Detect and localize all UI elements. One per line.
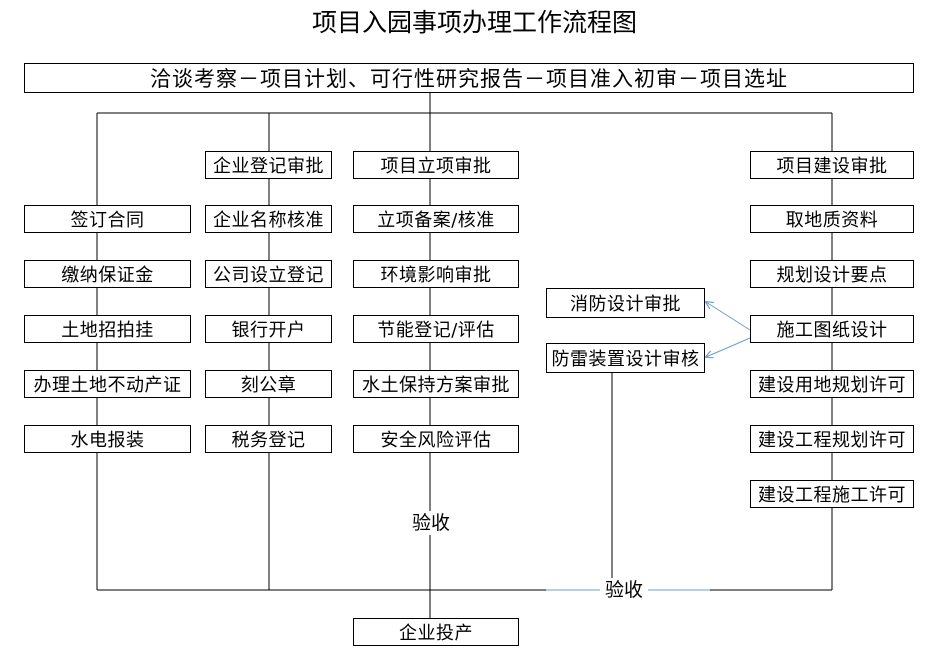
lightning-design-review-box: 防雷装置设计审核 — [546, 343, 705, 373]
col1-step-4: 办理土地不动产证 — [24, 370, 191, 398]
diagram-title: 项目入园事项办理工作流程图 — [311, 8, 637, 37]
col4-step-4: 施工图纸设计 — [750, 315, 914, 343]
col3-step-4: 节能登记/评估 — [353, 315, 519, 343]
col4-step-7: 建设工程施工许可 — [750, 480, 914, 508]
col3-step-5: 水土保持方案审批 — [353, 370, 519, 398]
col1-step-2: 缴纳保证金 — [24, 260, 191, 288]
arrow-to-fire-design — [706, 302, 751, 331]
col4-step-2: 取地质资料 — [750, 205, 914, 233]
col2-step-5: 刻公章 — [205, 370, 332, 398]
col4-step-3: 规划设计要点 — [750, 260, 914, 288]
col2-step-1: 企业登记审批 — [205, 151, 332, 179]
final-acceptance-label: 验收 — [600, 578, 648, 602]
col1-step-5: 水电报装 — [24, 425, 191, 453]
col2-step-3: 公司设立登记 — [205, 260, 332, 288]
col3-step-2: 立项备案/核准 — [353, 205, 519, 233]
col3-acceptance-label: 验收 — [410, 511, 452, 535]
final-step-box: 企业投产 — [353, 618, 519, 646]
col4-step-6: 建设工程规划许可 — [750, 425, 914, 453]
top-step-box: 洽谈考察－项目计划、可行性研究报告－项目准入初审－项目选址 — [24, 63, 914, 93]
col3-step-3: 环境影响审批 — [353, 260, 519, 288]
col2-step-2: 企业名称核准 — [205, 205, 332, 233]
col3-step-6: 安全风险评估 — [353, 425, 519, 453]
col4-step-5: 建设用地规划许可 — [750, 370, 914, 398]
col1-step-3: 土地招拍挂 — [24, 315, 191, 343]
col4-step-1: 项目建设审批 — [750, 151, 914, 179]
arrow-to-lightning-design — [706, 337, 751, 357]
fire-design-approval-box: 消防设计审批 — [546, 288, 705, 318]
col1-step-1: 签订合同 — [24, 205, 191, 233]
col3-step-1: 项目立项审批 — [353, 151, 519, 179]
col2-step-6: 税务登记 — [205, 425, 332, 453]
col2-step-4: 银行开户 — [205, 315, 332, 343]
